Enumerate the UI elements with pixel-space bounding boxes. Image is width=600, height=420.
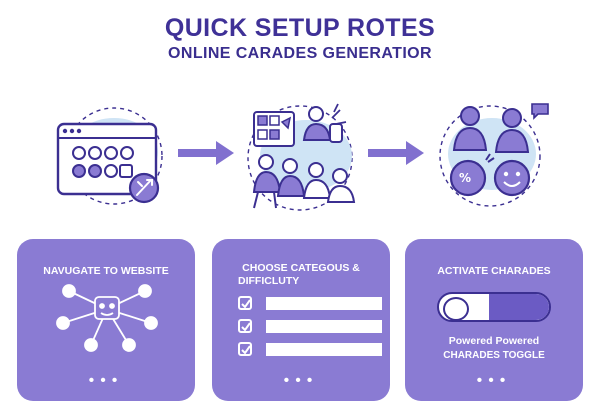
arrow-right-icon xyxy=(368,141,424,170)
category-checkbox-row[interactable] xyxy=(238,319,398,335)
category-input-bar xyxy=(266,320,382,333)
checkbox[interactable] xyxy=(238,296,252,310)
page-title: QUICK SETUP ROTES xyxy=(164,14,436,42)
checkbox[interactable] xyxy=(238,319,252,333)
card-title: NAVUGATE TO WEBSITE xyxy=(43,265,169,277)
category-input-bar xyxy=(266,343,382,356)
checkbox[interactable] xyxy=(238,342,252,356)
toggle-label-line1: Powered Powered xyxy=(448,335,540,347)
page-subtitle: ONLINE CARADES GENERATIOR xyxy=(168,45,432,62)
charades-toggle[interactable] xyxy=(437,292,551,322)
card-title-line2: DIFFICLUTY xyxy=(238,275,300,287)
category-checkbox-row[interactable] xyxy=(238,342,398,358)
step-card-navigate: NAVUGATE TO WEBSITE ••• xyxy=(17,239,195,401)
card-title-line1: CHOOSE CATEGOUS & xyxy=(242,262,360,274)
card-title: ACTIVATE CHARADES xyxy=(437,265,551,277)
team-choosing-categories-icon xyxy=(236,100,360,216)
toggle-knob[interactable] xyxy=(443,297,469,321)
players-guessing-icon: % xyxy=(428,100,554,212)
browser-window-cursor-icon xyxy=(52,100,172,210)
pagination-dots: ••• xyxy=(283,372,319,389)
step-card-choose-category: CHOOSE CATEGOUS & DIFFICLUTY ••• xyxy=(212,239,390,401)
pagination-dots: ••• xyxy=(88,372,124,389)
toggle-label-line2: CHARADES TOGGLE xyxy=(443,350,545,361)
category-checkbox-row[interactable] xyxy=(238,296,398,312)
arrow-right-icon xyxy=(178,141,234,170)
toggle-track xyxy=(489,294,549,320)
pagination-dots: ••• xyxy=(476,372,512,389)
step-card-activate: ACTIVATE CHARADES Powered Powered CHARAD… xyxy=(405,239,583,401)
category-input-bar xyxy=(266,297,382,310)
network-icon xyxy=(56,284,158,352)
svg-text:%: % xyxy=(459,171,471,185)
